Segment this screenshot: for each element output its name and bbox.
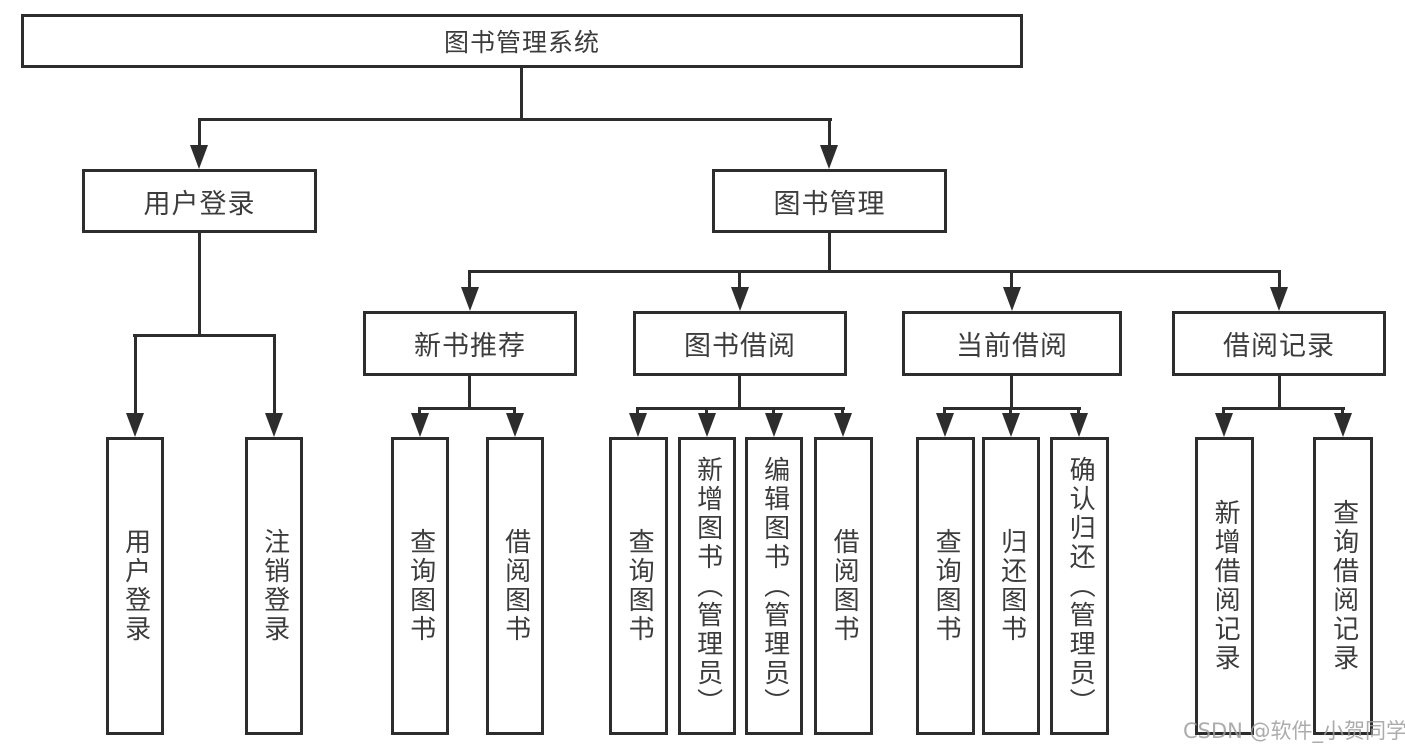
leaf-query-books-current: 查询图书	[916, 437, 975, 735]
node-book-borrowing: 图书借阅	[633, 311, 847, 376]
arrow-down-icon	[698, 413, 716, 437]
arrow-down-icon	[765, 413, 783, 437]
node-label: 图书管理	[773, 188, 886, 220]
leaf-borrow-books-recommend: 借阅图书	[486, 437, 544, 735]
leaf-logout-login: 注销登录	[245, 437, 303, 735]
connector-line	[198, 118, 201, 148]
connector-line	[1009, 407, 1012, 416]
node-label: 用户登录	[120, 528, 151, 644]
connector-line	[636, 407, 639, 416]
arrow-down-icon	[820, 145, 838, 169]
arrow-down-icon	[265, 413, 283, 437]
connector-line	[198, 118, 832, 121]
arrow-down-icon	[834, 413, 852, 437]
leaf-query-books-borrowing: 查询图书	[609, 437, 668, 735]
connector-line	[705, 407, 708, 416]
arrow-down-icon	[126, 413, 144, 437]
connector-line	[1077, 407, 1080, 416]
connector-line	[468, 270, 471, 290]
node-label: 查询借阅记录	[1328, 499, 1359, 673]
connector-line	[943, 407, 1081, 410]
node-label: 归还图书	[996, 528, 1027, 644]
arrow-down-icon	[190, 145, 208, 169]
node-label: 用户登录	[143, 188, 256, 220]
node-label: 当前借阅	[956, 331, 1068, 362]
node-label: 借阅图书	[829, 528, 860, 644]
connector-line	[134, 334, 137, 416]
connector-line	[828, 118, 831, 148]
connector-line	[828, 233, 831, 270]
node-label: 查询图书	[405, 528, 436, 644]
connector-line	[513, 407, 516, 416]
connector-line	[738, 270, 741, 290]
connector-line	[738, 376, 741, 407]
arrow-down-icon	[1215, 413, 1233, 437]
node-label: 编辑图书（管理员）	[759, 455, 790, 717]
connector-line	[468, 376, 471, 407]
connector-line	[418, 407, 421, 416]
arrow-down-icon	[1334, 413, 1352, 437]
connector-line	[520, 68, 523, 118]
node-book-management: 图书管理	[712, 169, 947, 233]
connector-line	[133, 334, 275, 337]
node-library-management-system: 图书管理系统	[21, 14, 1023, 68]
leaf-user-login: 用户登录	[106, 437, 164, 735]
arrow-down-icon	[411, 413, 429, 437]
connector-line	[1278, 376, 1281, 407]
arrow-down-icon	[936, 413, 954, 437]
connector-line	[943, 407, 946, 416]
node-label: 注销登录	[259, 528, 290, 644]
node-new-book-recommendation: 新书推荐	[363, 311, 577, 376]
node-label: 图书管理系统	[443, 28, 600, 57]
connector-line	[468, 270, 1281, 273]
arrow-down-icon	[629, 413, 647, 437]
leaf-edit-books-admin: 编辑图书（管理员）	[745, 437, 803, 735]
arrow-down-icon	[506, 413, 524, 437]
connector-line	[418, 407, 516, 410]
node-label: 图书借阅	[684, 331, 796, 362]
connector-line	[1222, 407, 1225, 416]
node-label: 借阅图书	[500, 528, 531, 644]
arrow-down-icon	[731, 287, 749, 311]
leaf-confirm-return-admin: 确认归还（管理员）	[1050, 437, 1109, 735]
connector-line	[1010, 270, 1013, 290]
connector-line	[772, 407, 775, 416]
watermark-text: CSDN @软件_小贺同学	[1183, 719, 1405, 743]
connector-line	[273, 334, 276, 416]
connector-line	[841, 407, 844, 416]
node-label: 查询图书	[624, 528, 655, 644]
leaf-return-books: 归还图书	[982, 437, 1040, 735]
connector-line	[636, 407, 845, 410]
node-label: 新书推荐	[414, 331, 526, 362]
leaf-add-books-admin: 新增图书（管理员）	[678, 437, 736, 735]
node-label: 借阅记录	[1223, 331, 1335, 362]
node-label: 新增借阅记录	[1210, 499, 1241, 673]
arrow-down-icon	[1002, 413, 1020, 437]
connector-line	[1341, 407, 1344, 416]
leaf-query-books-recommend: 查询图书	[391, 437, 449, 735]
connector-line	[1010, 376, 1013, 407]
arrow-down-icon	[461, 287, 479, 311]
connector-line	[198, 233, 201, 334]
leaf-add-borrow-record: 新增借阅记录	[1195, 437, 1254, 735]
leaf-query-borrow-record: 查询借阅记录	[1313, 437, 1373, 735]
arrow-down-icon	[1070, 413, 1088, 437]
arrow-down-icon	[1270, 287, 1288, 311]
node-label: 新增图书（管理员）	[692, 455, 723, 717]
node-borrowing-records: 借阅记录	[1172, 311, 1386, 376]
arrow-down-icon	[1003, 287, 1021, 311]
node-current-borrowing: 当前借阅	[902, 311, 1122, 376]
node-user-login: 用户登录	[82, 169, 317, 233]
node-label: 确认归还（管理员）	[1065, 455, 1096, 717]
connector-line	[1278, 270, 1281, 290]
connector-line	[1222, 407, 1345, 410]
leaf-borrow-books-borrowing: 借阅图书	[814, 437, 873, 735]
node-label: 查询图书	[931, 528, 962, 644]
